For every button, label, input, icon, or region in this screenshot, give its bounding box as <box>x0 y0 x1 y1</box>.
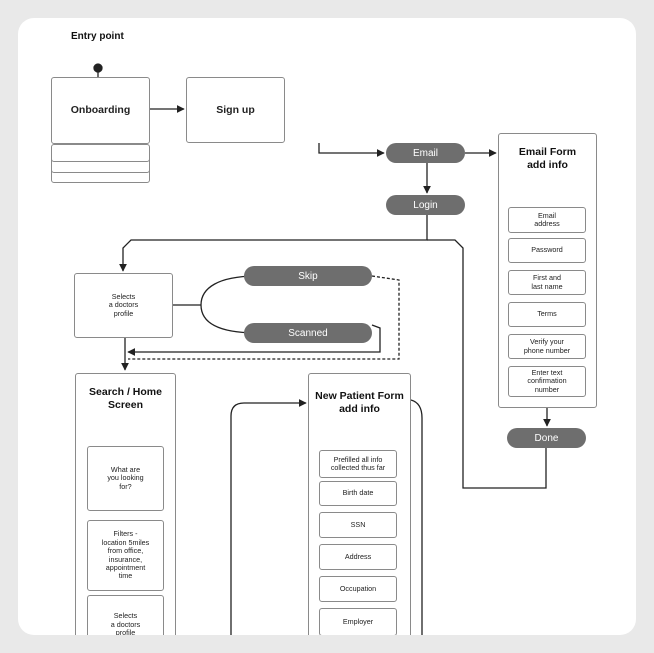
email-form-field: Password <box>508 238 586 263</box>
branch-bracket <box>200 275 259 334</box>
new-patient-field: Prefilled all info collected thus far <box>319 450 397 478</box>
signup-node: Sign up <box>186 77 285 143</box>
search-item: What are you looking for? <box>87 446 164 511</box>
new-patient-field: Employer <box>319 608 397 635</box>
search-item: Selects a doctors profile <box>87 595 164 635</box>
new-patient-field: Occupation <box>319 576 397 602</box>
new-patient-field: Address <box>319 544 397 570</box>
skip-node: Skip <box>244 266 372 286</box>
login-node: Login <box>386 195 465 215</box>
new-patient-field: SSN <box>319 512 397 538</box>
new-patient-title: New Patient Form add info <box>315 390 404 415</box>
email-form-field: Verify your phone number <box>508 334 586 359</box>
email-form-field: Email address <box>508 207 586 233</box>
done-node: Done <box>507 428 586 448</box>
search-home-title: Search / Home Screen <box>89 386 162 411</box>
email-form-field: Terms <box>508 302 586 327</box>
new-patient-right-connector <box>410 399 423 635</box>
email-form-field: Enter text confirmation number <box>508 366 586 397</box>
scanned-node: Scanned <box>244 323 372 343</box>
email-node: Email <box>386 143 465 163</box>
new-patient-field: Birth date <box>319 481 397 506</box>
selects-profile-node: Selects a doctors profile <box>74 273 173 338</box>
email-form-title: Email Form add info <box>518 146 577 171</box>
canvas: Entry point Onboarding Sign up Email Log… <box>18 18 636 635</box>
email-form-field: First and last name <box>508 270 586 295</box>
arrow-signup-email <box>318 143 385 157</box>
onboarding-node: Onboarding <box>51 77 150 144</box>
arrow-into-new-patient <box>230 399 307 635</box>
arrow-scanned-back <box>127 324 381 356</box>
onboarding-stack-layer <box>51 144 150 162</box>
skip-dashed-path <box>128 275 400 360</box>
search-item: Filters - location 5miles from office, i… <box>87 520 164 591</box>
login-done-connector <box>427 239 547 489</box>
entry-point-label: Entry point <box>71 31 124 42</box>
arrow-login-selects <box>119 215 428 272</box>
